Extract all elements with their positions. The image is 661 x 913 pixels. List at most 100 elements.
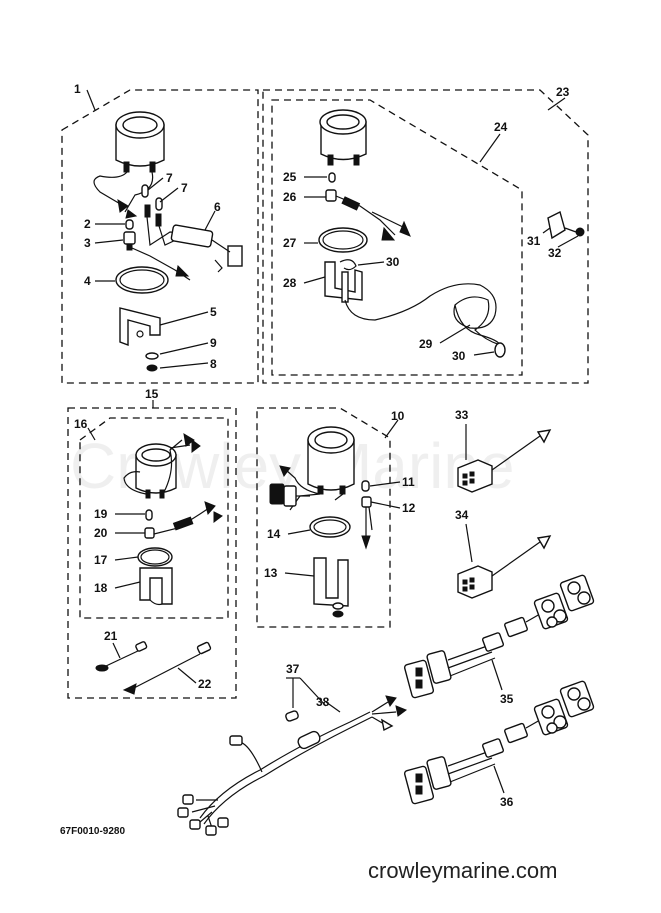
connector-33 — [457, 429, 552, 493]
callout-14: 14 — [267, 527, 281, 541]
lead-terminal — [125, 209, 138, 219]
callout-10: 10 — [391, 409, 405, 423]
callout-29: 29 — [419, 337, 433, 351]
gasket-17 — [137, 547, 173, 567]
speedometer-gauge-1 — [115, 111, 165, 173]
lead-terminal — [213, 511, 223, 523]
callout-6: 6 — [214, 200, 221, 214]
lead-terminal — [279, 465, 291, 478]
lead-terminal — [175, 264, 190, 277]
bracket-28 — [324, 261, 363, 303]
callout-25: 25 — [283, 170, 297, 184]
extension-harness-35 — [403, 574, 595, 699]
nut-10 — [332, 610, 344, 618]
group-box-23 — [262, 89, 589, 384]
callout-31: 31 — [527, 234, 541, 248]
tachometer-gauge-24 — [319, 109, 367, 166]
coupler-10 — [269, 483, 310, 507]
callout-34: 34 — [455, 508, 469, 522]
lead-terminal — [204, 501, 216, 516]
lead-terminal — [183, 433, 195, 447]
callout-8: 8 — [210, 357, 217, 371]
callout-35: 35 — [500, 692, 514, 706]
lead-terminal — [191, 439, 201, 453]
bulb-11 — [361, 480, 370, 492]
callout-21: 21 — [104, 629, 118, 643]
callout-1: 1 — [74, 82, 81, 96]
callout-7a: 7 — [166, 171, 173, 185]
wire-lead-6-sleeve — [170, 224, 214, 248]
site-footer: crowleymarine.com — [368, 858, 558, 883]
socket-26-sleeve — [341, 196, 361, 211]
socket-26 — [325, 189, 337, 202]
socket-3 — [123, 231, 136, 251]
screw-32 — [575, 227, 585, 237]
clip-30-lower — [494, 342, 506, 358]
coupler-6 — [227, 245, 243, 267]
washer-10 — [332, 602, 344, 610]
callout-36: 36 — [500, 795, 514, 809]
callout-7b: 7 — [181, 181, 188, 195]
trim-meter-gauge-16 — [135, 443, 177, 499]
callout-9: 9 — [210, 336, 217, 350]
gasket-4 — [115, 266, 169, 294]
callout-19: 19 — [94, 507, 108, 521]
callout-33: 33 — [455, 408, 469, 422]
speed-sensor-tube-29 — [344, 283, 501, 346]
callout-4: 4 — [84, 274, 91, 288]
lead-terminal — [381, 226, 396, 241]
drawing-code: 67F0010-9280 — [60, 826, 125, 837]
terminal-sleeve — [155, 213, 162, 227]
connector-34 — [457, 535, 552, 599]
callout-3: 3 — [84, 236, 91, 250]
callout-30b: 30 — [452, 349, 466, 363]
wire-lead-6-end — [211, 239, 231, 273]
callout-38: 38 — [316, 695, 330, 709]
bulb-25 — [328, 172, 336, 183]
fuel-meter-gauge-10 — [307, 426, 355, 495]
nut-8 — [146, 364, 158, 372]
group-box-16 — [79, 417, 229, 619]
lead-wire-22 — [122, 641, 212, 695]
bracket-31 — [547, 210, 566, 240]
callout-27: 27 — [283, 236, 297, 250]
terminal-sleeve — [144, 204, 151, 218]
group-box-15 — [67, 407, 237, 699]
bulb-2 — [125, 219, 134, 230]
callout-26: 26 — [283, 190, 297, 204]
callout-20: 20 — [94, 526, 108, 540]
group-box-24 — [271, 99, 523, 376]
callout-2: 2 — [84, 217, 91, 231]
lead-wire-21 — [95, 641, 148, 672]
group-box-1 — [61, 89, 259, 384]
callout-30a: 30 — [386, 255, 400, 269]
callout-28: 28 — [283, 276, 297, 290]
gasket-27 — [318, 227, 368, 253]
callout-23: 23 — [556, 85, 570, 99]
terminal-cap-7 — [141, 184, 149, 198]
washer-9 — [145, 352, 159, 360]
socket-20 — [144, 527, 155, 539]
terminal-cap-7 — [155, 197, 163, 211]
bracket-18 — [139, 567, 173, 606]
callout-18: 18 — [94, 581, 108, 595]
terminal-cap-37 — [285, 710, 299, 722]
wire-harness-38 — [177, 695, 408, 836]
callout-24: 24 — [494, 120, 508, 134]
callout-11: 11 — [402, 475, 415, 489]
callout-15: 15 — [145, 387, 159, 401]
lead-terminal — [399, 220, 411, 237]
socket-12 — [361, 496, 373, 550]
bulb-19 — [145, 509, 153, 521]
bracket-5 — [119, 307, 161, 347]
clip-30-upper — [339, 259, 357, 271]
callout-5: 5 — [210, 305, 217, 319]
bracket-13 — [313, 557, 349, 607]
callout-22: 22 — [198, 677, 212, 691]
socket-20-sleeve — [172, 516, 194, 531]
lead-terminal — [117, 199, 129, 213]
callout-12: 12 — [402, 501, 416, 515]
callout-13: 13 — [264, 566, 278, 580]
callout-16: 16 — [74, 417, 88, 431]
callout-37: 37 — [286, 662, 300, 676]
